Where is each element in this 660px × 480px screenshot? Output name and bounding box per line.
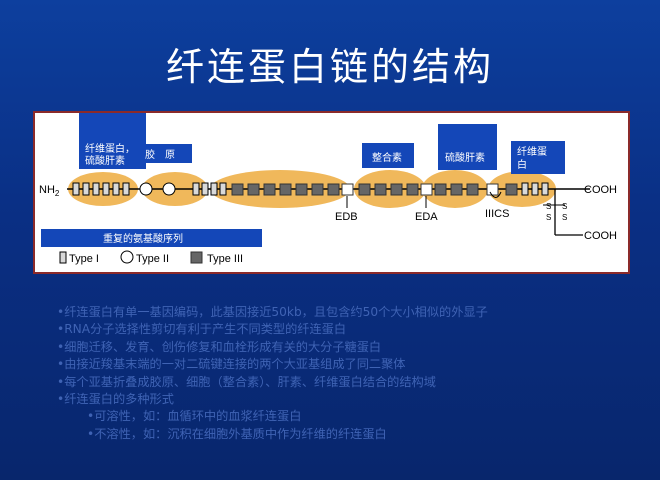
bullet-item: •纤连蛋白的多种形式 <box>57 392 174 407</box>
type1-module <box>122 182 130 196</box>
type3-module-alternative <box>341 183 354 196</box>
type3-module <box>311 183 324 196</box>
bullet-item: •纤连蛋白有单一基因编码，此基因接近50kb，且包含约50个大小相似的外显子 <box>57 305 488 319</box>
iiics-label: IIICS <box>485 208 509 220</box>
edb-label: EDB <box>335 211 358 223</box>
type2-module <box>162 182 176 196</box>
type1-module <box>82 182 90 196</box>
repeat-sequence-label: 重复的氨基酸序列 <box>103 232 183 245</box>
label-integrin: 整合素 <box>372 151 402 164</box>
legend: Type I Type II Type III <box>59 250 243 265</box>
bullet-item: •每个亚基折叠成胶原、细胞（整合素）、肝素、纤维蛋白结合的结构域 <box>57 374 436 389</box>
label-fibrin-heparin-line1: 纤维蛋白， <box>85 142 135 155</box>
bullet-item: •不溶性，如：沉积在细胞外基质中作为纤维的纤连蛋白 <box>87 426 387 441</box>
label-box-heparan-sulfate <box>438 124 497 170</box>
type3-module-alternative <box>420 183 433 196</box>
type1-module <box>192 182 200 196</box>
type3-module <box>247 183 260 196</box>
bullet-item: •由接近羧基末端的一对二硫键连接的两个大亚基组成了同二聚体 <box>57 357 406 372</box>
type2-module <box>139 182 153 196</box>
legend-type1-swatch <box>59 251 67 264</box>
type3-module <box>406 183 419 196</box>
label-box-fibrin <box>511 141 565 174</box>
type1-module <box>102 182 110 196</box>
repeat-modules <box>72 182 549 196</box>
bullet-item: •RNA分子选择性剪切有利于产生不同类型的纤连蛋白 <box>57 322 347 337</box>
label-heparan-sulfate: 硫酸肝素 <box>445 151 485 164</box>
bullet-list: •纤连蛋白有单一基因编码，此基因接近50kb，且包含约50个大小相似的外显子 •R… <box>57 304 657 443</box>
label-fibrin-line2: 白 <box>517 158 527 171</box>
type1-module <box>531 182 539 196</box>
cooh-bottom-label: COOH <box>584 230 617 242</box>
repeat-sequence-bar <box>41 229 262 247</box>
disulfide-s3: S <box>562 202 567 211</box>
eda-label: EDA <box>415 211 438 223</box>
diagram-canvas: 纤维蛋白， 硫酸肝素 胶 原 整合素 硫酸肝素 纤维蛋 白 NH2 COOH C… <box>39 113 617 265</box>
legend-type3-swatch <box>190 251 203 264</box>
disulfide-s1: S <box>546 202 551 211</box>
nh2-terminus-label: NH2 <box>39 184 60 198</box>
type3-module <box>263 183 276 196</box>
type1-module <box>201 182 209 196</box>
slide-title: 纤连蛋白链的结构 <box>165 45 494 89</box>
label-box-fibrin-heparin <box>79 113 146 169</box>
type3-module <box>374 183 387 196</box>
label-collagen: 胶 原 <box>145 148 175 161</box>
label-box-collagen <box>140 144 192 163</box>
type1-module <box>541 182 549 196</box>
disulfide-s2: S <box>546 213 551 222</box>
type3-module <box>505 183 518 196</box>
legend-type2-label: Type II <box>136 253 169 265</box>
type3-module <box>434 183 447 196</box>
type3-module <box>466 183 479 196</box>
type1-module <box>72 182 80 196</box>
label-fibrin-line1: 纤维蛋 <box>517 145 547 158</box>
bullet-item: •可溶性，如：血循环中的血浆纤连蛋白 <box>87 409 302 424</box>
bullet-item: •细胞迁移、发育、创伤修复和血栓形成有关的大分子糖蛋白 <box>57 339 382 354</box>
iiics-loop <box>489 191 502 198</box>
type3-module <box>390 183 403 196</box>
disulfide-s4: S <box>562 213 567 222</box>
type3-module <box>450 183 463 196</box>
type1-module <box>219 182 227 196</box>
type3-module <box>327 183 340 196</box>
type1-module <box>210 182 218 196</box>
legend-type2-swatch <box>120 250 134 264</box>
fibronectin-diagram: 纤维蛋白， 硫酸肝素 胶 原 整合素 硫酸肝素 纤维蛋 白 NH2 COOH C… <box>33 111 630 274</box>
type3-module <box>295 183 308 196</box>
type1-module <box>92 182 100 196</box>
legend-type1-label: Type I <box>69 253 99 265</box>
type3-module <box>279 183 292 196</box>
type1-module <box>112 182 120 196</box>
cooh-top-label: COOH <box>584 184 617 196</box>
label-box-integrin <box>362 143 414 168</box>
legend-type3-label: Type III <box>207 253 243 265</box>
type3-module <box>358 183 371 196</box>
type3-module <box>231 183 244 196</box>
type3-module-alternative <box>486 183 499 196</box>
type1-module <box>521 182 529 196</box>
label-fibrin-heparin-line2: 硫酸肝素 <box>85 154 125 167</box>
